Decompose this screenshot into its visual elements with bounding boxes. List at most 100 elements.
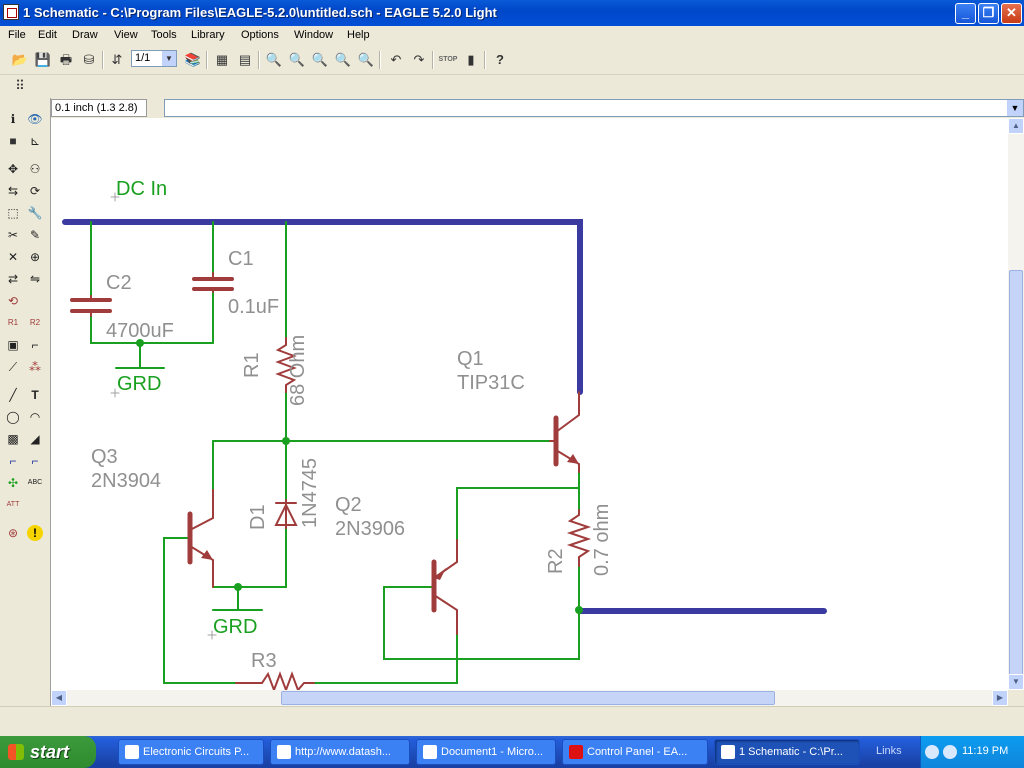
print-icon[interactable]: 🖶 xyxy=(59,52,73,67)
rotate-icon[interactable]: ⟳ xyxy=(29,184,41,198)
menu-file[interactable]: File xyxy=(8,29,26,41)
move-icon[interactable]: ✥ xyxy=(7,162,19,176)
scroll-up-icon[interactable]: ▲ xyxy=(1008,118,1024,134)
value-icon[interactable]: R2 xyxy=(29,318,41,327)
grid-icon[interactable]: ⠿ xyxy=(15,78,25,93)
smash-icon[interactable]: ▣ xyxy=(7,338,19,352)
scroll-down-icon[interactable]: ▼ xyxy=(1008,674,1024,690)
polygon-icon[interactable]: ◢ xyxy=(30,432,40,446)
help-icon[interactable]: ? xyxy=(496,52,504,67)
attribute-icon[interactable]: ATT xyxy=(6,501,20,508)
menu-library[interactable]: Library xyxy=(191,29,225,41)
zoom-select-icon[interactable]: 🔍 xyxy=(357,52,375,67)
miter-icon[interactable]: ⌐ xyxy=(31,338,39,352)
task-electronic-circuits[interactable]: Electronic Circuits P... xyxy=(118,739,264,765)
mirror-icon[interactable]: ⇆ xyxy=(7,184,19,198)
sheet-select[interactable]: 1/1▼ xyxy=(131,50,177,67)
cam-icon[interactable]: ⛁ xyxy=(83,52,95,67)
net-icon[interactable]: ⌐ xyxy=(31,454,39,468)
errors-icon[interactable]: ! xyxy=(27,525,43,541)
command-input[interactable]: ▼ xyxy=(164,99,1024,117)
script-icon[interactable]: ▦ xyxy=(215,52,229,67)
display-icon[interactable]: ■ xyxy=(9,134,17,148)
menu-bar: File Edit Draw View Tools Library Option… xyxy=(0,26,1024,46)
title-bar[interactable]: 1 Schematic - C:\Program Files\EAGLE-5.2… xyxy=(0,0,1024,26)
minimize-button[interactable]: _ xyxy=(955,3,976,24)
eagle-app-icon xyxy=(721,745,735,759)
replace-icon[interactable]: ⟲ xyxy=(7,294,19,308)
q1-collector xyxy=(555,391,580,433)
mark-icon[interactable]: ⊾ xyxy=(29,134,41,148)
wire-icon[interactable]: ╱ xyxy=(9,388,17,402)
menu-view[interactable]: View xyxy=(114,29,138,41)
eagle-app-icon[interactable] xyxy=(3,4,19,20)
close-button[interactable]: ✕ xyxy=(1001,3,1022,24)
menu-draw[interactable]: Draw xyxy=(72,29,98,41)
menu-help[interactable]: Help xyxy=(347,29,370,41)
scroll-right-icon[interactable]: ▶ xyxy=(992,690,1008,706)
library-icon[interactable]: 📚 xyxy=(184,52,202,67)
invoke-icon[interactable]: ⁂ xyxy=(29,360,41,374)
text-icon[interactable]: T xyxy=(31,388,39,402)
copy-icon[interactable]: ⚇ xyxy=(29,162,41,176)
rect-icon[interactable]: ▩ xyxy=(7,432,19,446)
show-icon[interactable]: 👁 xyxy=(27,112,43,126)
zoom-redraw-icon[interactable]: 🔍 xyxy=(334,52,352,67)
start-button[interactable]: start xyxy=(0,736,96,768)
task-document1[interactable]: Document1 - Micro... xyxy=(416,739,556,765)
name-icon[interactable]: R1 xyxy=(7,318,19,327)
menu-options[interactable]: Options xyxy=(241,29,279,41)
add-icon[interactable]: ⊕ xyxy=(29,250,41,264)
save-icon[interactable]: 💾 xyxy=(34,52,52,67)
dc-in-bus xyxy=(62,219,583,395)
scroll-left-icon[interactable]: ◀ xyxy=(51,690,67,706)
go-icon[interactable]: ▮ xyxy=(467,52,475,67)
redo-icon[interactable]: ↷ xyxy=(413,52,425,67)
delete-x-icon[interactable]: ✕ xyxy=(7,250,19,264)
stop-icon[interactable]: STOP xyxy=(438,56,458,63)
gateswap-icon[interactable]: ⇋ xyxy=(29,272,41,286)
clock[interactable]: 11:19 PM xyxy=(962,745,1009,757)
group-icon[interactable]: ⬚ xyxy=(7,206,19,220)
open-icon[interactable]: 📂 xyxy=(11,52,29,67)
task-schematic[interactable]: 1 Schematic - C:\Pr... xyxy=(714,739,860,765)
menu-edit[interactable]: Edit xyxy=(38,29,57,41)
horizontal-scroll-thumb[interactable] xyxy=(281,691,775,705)
change-icon[interactable]: 🔧 xyxy=(27,206,43,220)
status-bar xyxy=(0,706,1024,737)
bus-icon[interactable]: ⌐ xyxy=(9,454,17,468)
menu-tools[interactable]: Tools xyxy=(151,29,177,41)
toolbar-separator xyxy=(102,51,104,69)
split-icon[interactable]: ⟋ xyxy=(8,360,18,374)
task-control-panel[interactable]: Control Panel - EA... xyxy=(562,739,708,765)
zoom-out-icon[interactable]: 🔍 xyxy=(311,52,329,67)
vertical-scrollbar[interactable]: ▲ ▼ xyxy=(1008,118,1024,690)
zoom-fit-icon[interactable]: 🔍 xyxy=(265,52,283,67)
tray-network-icon[interactable] xyxy=(943,745,957,759)
paste-icon[interactable]: ✂ xyxy=(7,228,19,242)
junction-icon[interactable]: ✣ xyxy=(7,476,19,490)
horizontal-scrollbar[interactable]: ◀ ▶ xyxy=(51,690,1008,706)
run-ulp-icon[interactable]: ▤ xyxy=(238,52,252,67)
chevron-down-icon[interactable]: ▼ xyxy=(1007,100,1023,116)
vertical-scroll-thumb[interactable] xyxy=(1009,270,1023,690)
task-datasheet[interactable]: http://www.datash... xyxy=(270,739,410,765)
schematic-canvas[interactable]: DC In C2 4700uF C1 0.1uF GRD GRD R1 68 O… xyxy=(51,118,1008,690)
pinswap-icon[interactable]: ⇄ xyxy=(7,272,19,286)
info-icon[interactable]: ℹ xyxy=(10,112,16,126)
delete-icon[interactable]: ✎ xyxy=(29,228,41,242)
zoom-in-icon[interactable]: 🔍 xyxy=(288,52,306,67)
label-icon[interactable]: ABC xyxy=(27,479,43,486)
windows-logo-icon xyxy=(8,744,24,760)
menu-window[interactable]: Window xyxy=(294,29,334,41)
toolbar-separator xyxy=(432,51,434,69)
circle-icon[interactable]: ◯ xyxy=(6,410,20,424)
erc-icon[interactable]: ⊛ xyxy=(7,526,19,540)
arc-icon[interactable]: ◠ xyxy=(29,410,41,424)
links-toolbar[interactable]: Links xyxy=(876,745,902,757)
board-switch-icon[interactable]: ⇵ xyxy=(111,52,123,67)
tray-expand-icon[interactable] xyxy=(925,745,939,759)
restore-button[interactable]: ❐ xyxy=(978,3,999,24)
undo-icon[interactable]: ↶ xyxy=(390,52,402,67)
chevron-down-icon[interactable]: ▼ xyxy=(162,51,176,66)
